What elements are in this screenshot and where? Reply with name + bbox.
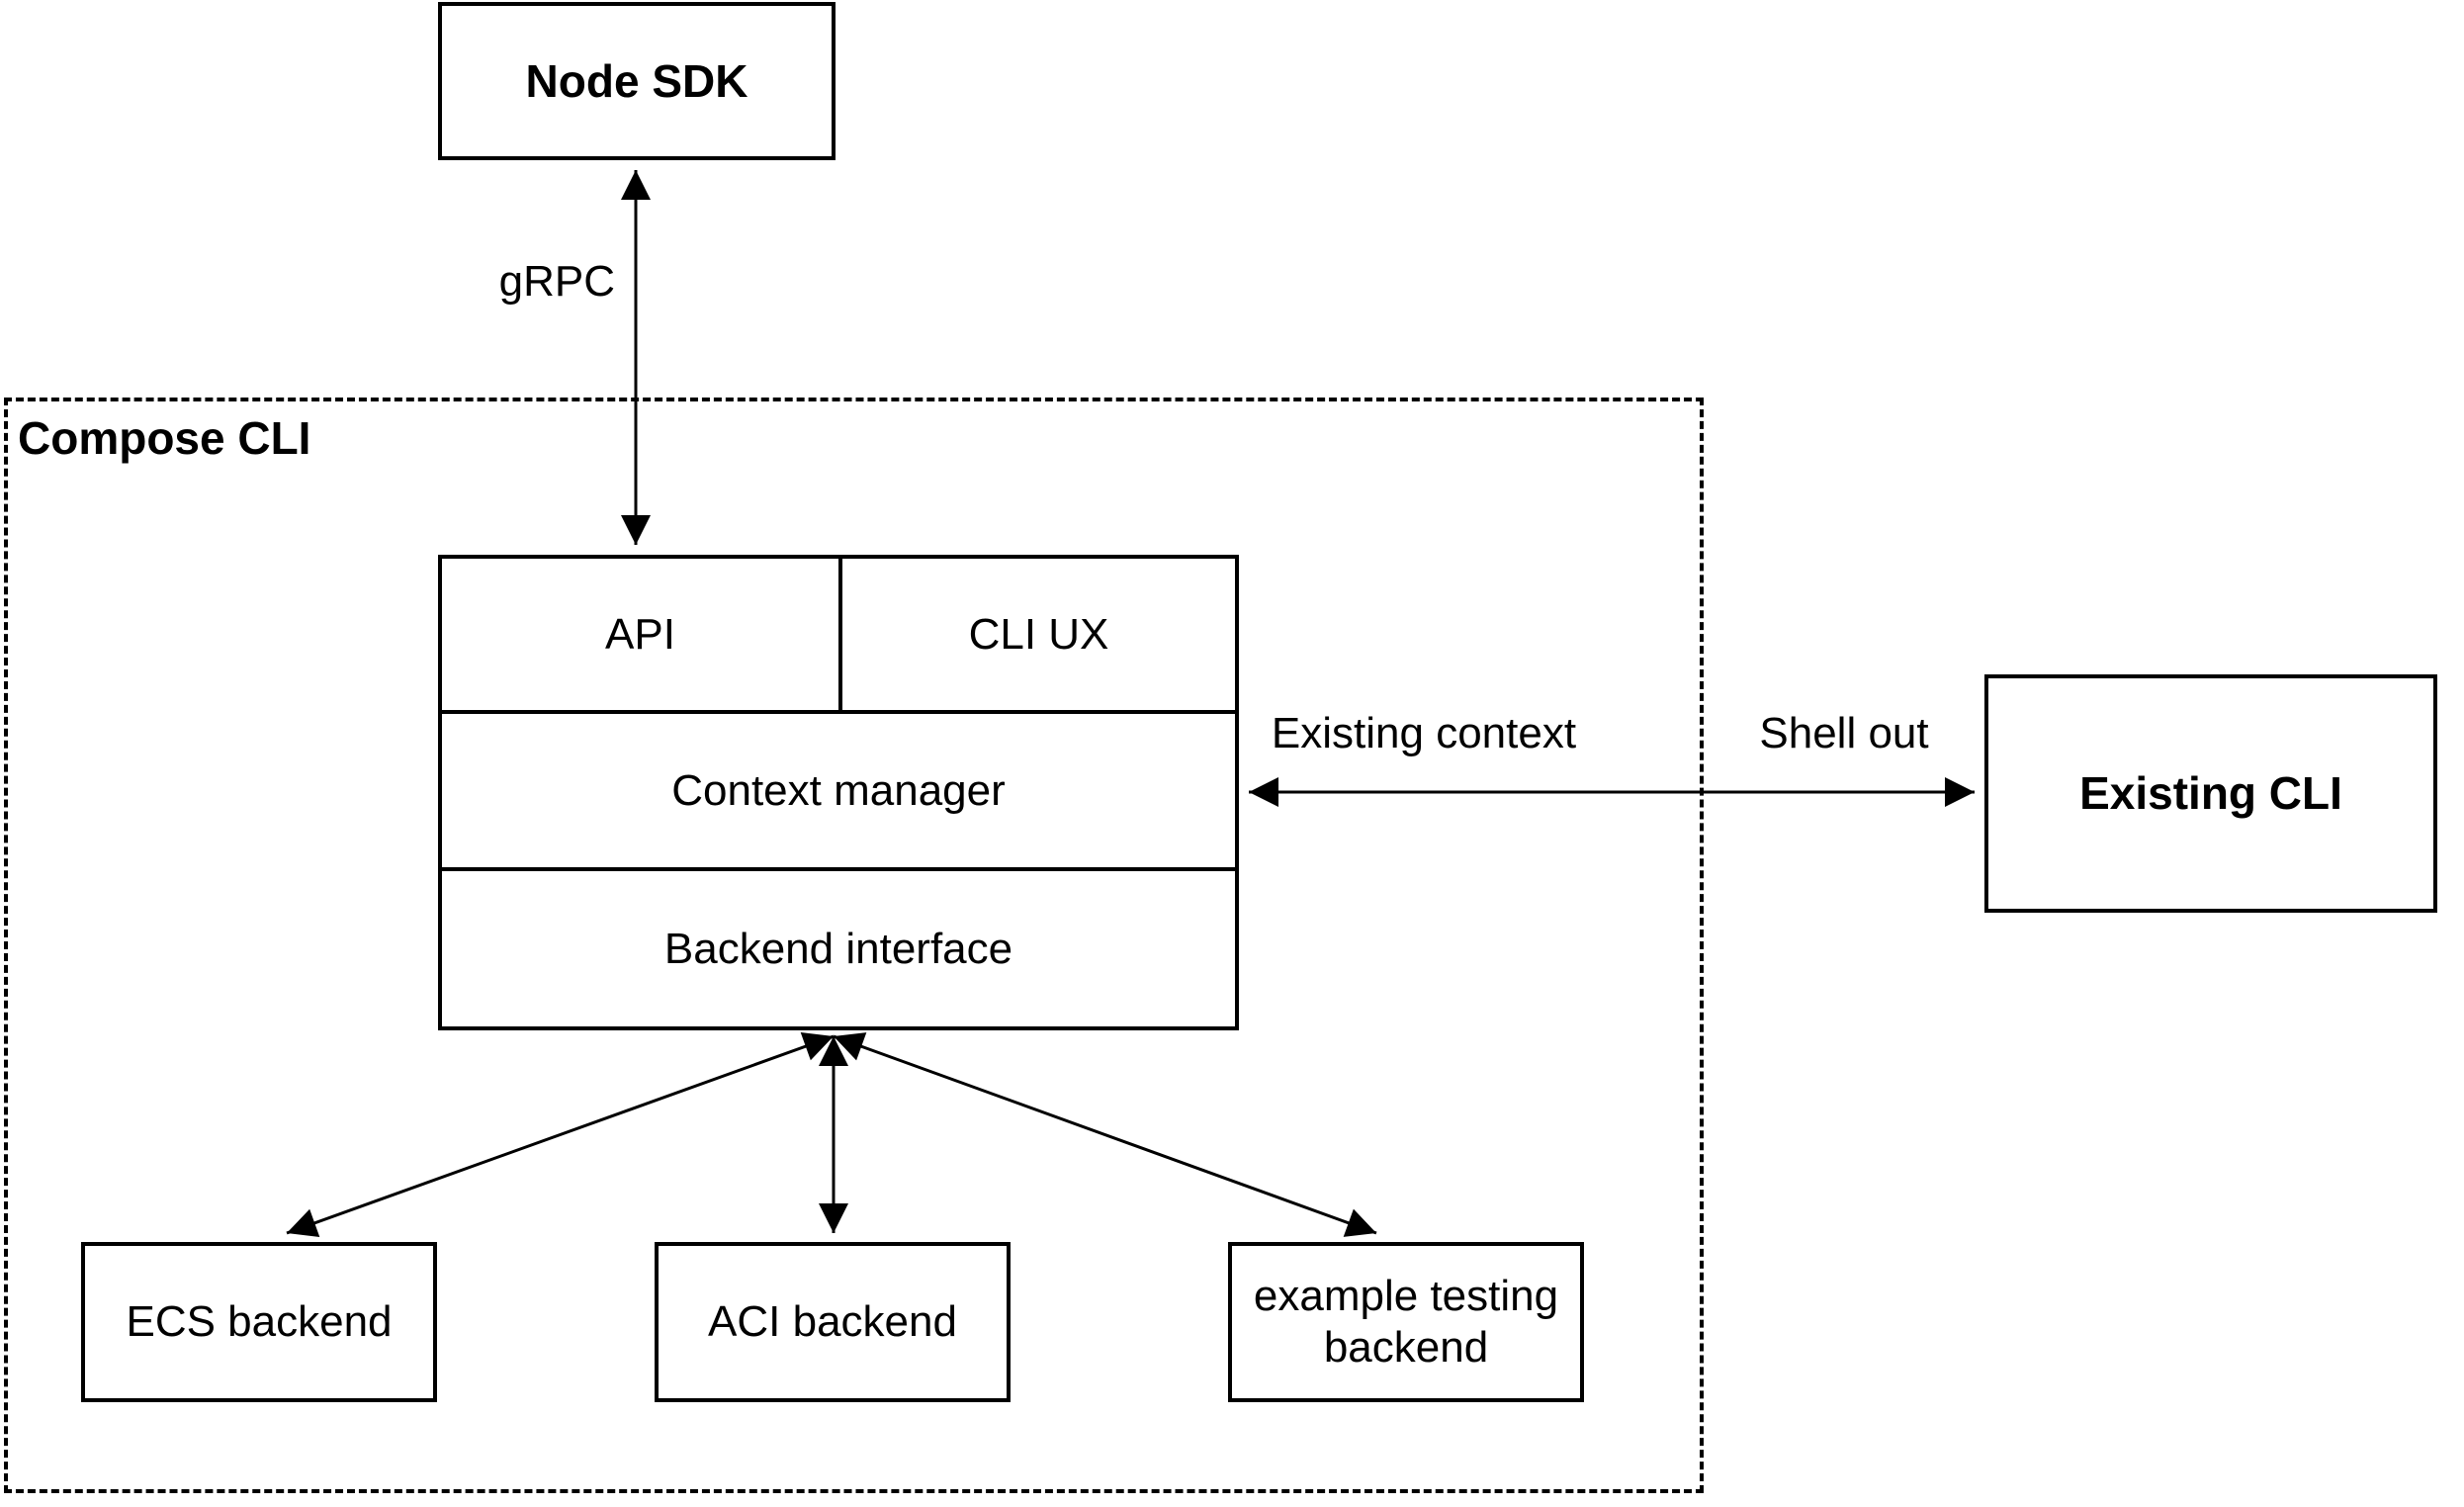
compose-cli-group: Compose CLI [4, 398, 1704, 1493]
node-sdk-box: Node SDK [438, 2, 836, 160]
existing-cli-label: Existing CLI [2079, 767, 2342, 820]
example-testing-backend-label: example testing backend [1253, 1272, 1559, 1372]
existing-context-edge-label: Existing context [1271, 709, 1577, 757]
context-manager-box: Context manager [442, 714, 1235, 871]
cli-ux-box: CLI UX [838, 559, 1235, 710]
ecs-backend-box: ECS backend [81, 1242, 437, 1402]
backend-interface-label: Backend interface [663, 924, 1013, 973]
compose-cli-group-label: Compose CLI [18, 412, 311, 464]
aci-backend-box: ACI backend [655, 1242, 1011, 1402]
stack-top-row: API CLI UX [442, 559, 1235, 714]
example-testing-backend-box: example testing backend [1228, 1242, 1584, 1402]
grpc-edge-label: gRPC [498, 257, 615, 306]
api-box: API [442, 559, 838, 710]
context-manager-label: Context manager [671, 765, 1006, 815]
existing-cli-box: Existing CLI [1984, 674, 2437, 913]
cli-ux-label: CLI UX [968, 609, 1109, 659]
node-sdk-label: Node SDK [525, 54, 748, 107]
api-label: API [605, 609, 675, 659]
shell-out-edge-label: Shell out [1759, 709, 1929, 757]
compose-cli-stack: API CLI UX Context manager Backend inter… [438, 555, 1239, 1030]
backend-interface-box: Backend interface [442, 871, 1235, 1026]
aci-backend-label: ACI backend [708, 1297, 957, 1347]
ecs-backend-label: ECS backend [126, 1297, 393, 1347]
